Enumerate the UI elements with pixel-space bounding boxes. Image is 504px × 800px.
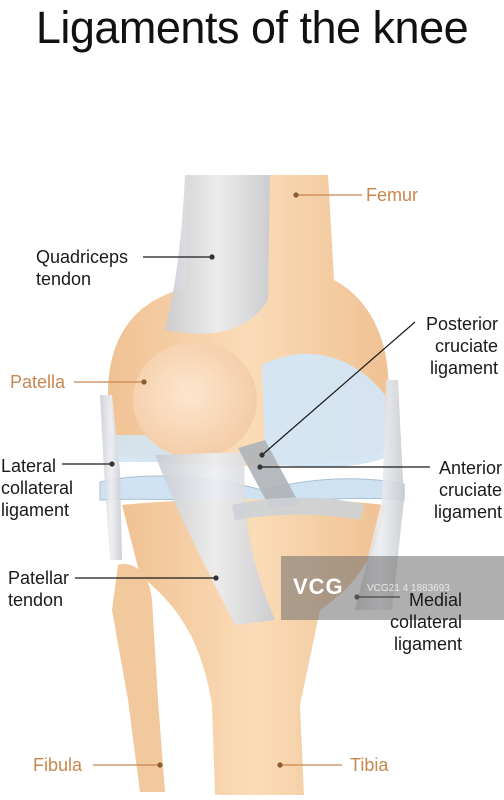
label-posterior-cruciate-ligament: Posterior cruciate ligament (425, 314, 498, 378)
watermark-id: VCG21 4 1883693 (367, 583, 450, 594)
label-fibula: Fibula (33, 755, 83, 775)
label-medial-collateral-ligament: Medial collateral ligament (389, 590, 462, 654)
cruciate-ligaments-shape (238, 440, 300, 508)
diagram-title: Ligaments of the knee (35, 2, 469, 53)
label-anterior-cruciate-ligament: Anterior cruciate ligament (433, 458, 502, 522)
quadriceps-tendon-shape (165, 175, 270, 334)
label-patella: Patella (10, 372, 66, 392)
watermark-logo: VCG (293, 574, 344, 599)
patellar-tendon-shape (155, 452, 275, 625)
watermark: VCG VCG21 4 1883693 (281, 556, 504, 620)
label-quadriceps-tendon: Quadriceps tendon (36, 247, 129, 289)
lateral-collateral-ligament-shape (100, 395, 122, 560)
label-femur: Femur (366, 185, 419, 205)
transverse-band (232, 497, 365, 520)
label-tibia: Tibia (350, 755, 389, 775)
patella-bone (133, 342, 257, 458)
label-lateral-collateral-ligament: Lateral collateral ligament (1, 456, 74, 520)
label-patellar-tendon: Patellar tendon (8, 568, 70, 610)
femur-cartilage-medial (262, 353, 385, 468)
fibula (112, 564, 165, 792)
medial-collateral-ligament-shape (355, 380, 404, 610)
